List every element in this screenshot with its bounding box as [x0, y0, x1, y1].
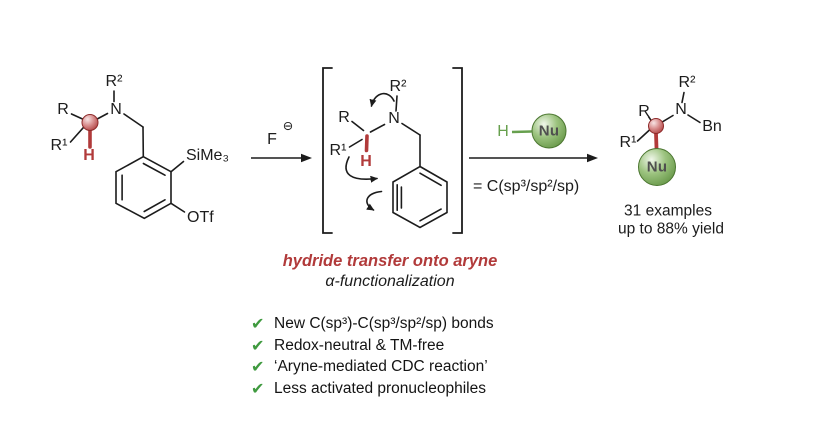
bond: [636, 129, 651, 142]
checklist-item-text: Less activated pronucleophiles: [274, 379, 486, 397]
substrate-r1-label: R¹: [50, 137, 68, 154]
c-nu-bond-highlight: [654, 131, 659, 151]
examples-count: 31 examples: [624, 202, 712, 220]
double-bond-inner: [419, 208, 442, 222]
alpha-carbon-sphere: [648, 118, 664, 134]
bond: [369, 123, 386, 133]
nucleophile-sphere: [531, 113, 567, 149]
double-bond-inner: [419, 172, 442, 187]
reaction-arrow-2: [469, 113, 598, 163]
bond: [681, 91, 685, 104]
intermediate-r2-label: R²: [389, 78, 407, 95]
substrate-n-label: N: [110, 101, 122, 118]
h-nu-bond: [511, 130, 532, 134]
checklist-item-text: Redox-neutral & TM-free: [274, 336, 445, 354]
bond: [123, 113, 144, 128]
bond: [647, 115, 652, 122]
minus-charge-icon: ⊖: [282, 118, 294, 133]
checkmark-icon: ✔: [251, 359, 265, 377]
bond: [96, 112, 109, 120]
checklist-item: ✔ Less activated pronucleophiles: [251, 378, 494, 400]
checkmark-icon: ✔: [251, 337, 265, 355]
intermediate-h-label: H: [360, 153, 372, 170]
product-r-label: R: [638, 103, 650, 120]
equivalence-label: = C(sp³/sp²/sp): [473, 178, 580, 195]
curved-arrow-nitrogen: [369, 92, 395, 107]
product-structure: [636, 91, 701, 186]
bond: [395, 95, 398, 112]
intermediate-r1-label: R¹: [329, 142, 347, 159]
bond-to-otf: [170, 202, 186, 213]
substrate-otf-label: OTf: [187, 209, 214, 226]
alpha-functionalization-caption: α-functionalization: [325, 273, 455, 290]
substrate-r-label: R: [57, 101, 69, 118]
c-h-bond-highlight: [364, 134, 369, 153]
arrowhead: [301, 153, 312, 163]
reagent-h-label: H: [497, 123, 509, 140]
checklist-item: ✔ New C(sp³)-C(sp³/sp²/sp) bonds: [251, 313, 494, 335]
highlights-checklist: ✔ New C(sp³)-C(sp³/sp²/sp) bonds ✔ Redox…: [251, 313, 494, 400]
yield-text: up to 88% yield: [618, 220, 724, 238]
bond: [661, 114, 674, 123]
bond: [687, 114, 701, 124]
mechanism-caption: hydride transfer onto aryne: [282, 251, 498, 270]
bond: [348, 138, 363, 148]
double-bond-inner: [143, 199, 166, 213]
substrate-structure: [69, 90, 186, 220]
bond: [69, 126, 85, 143]
substrate-h-label: H: [83, 147, 95, 164]
intermediate-n-label: N: [388, 110, 400, 127]
bond: [351, 120, 365, 132]
bracket-left: [322, 67, 333, 234]
intermediate-r-label: R: [338, 109, 350, 126]
curved-arrow-hydride: [345, 156, 378, 183]
alpha-carbon-sphere: [81, 114, 99, 131]
substrate-sime3-label: SiMe₃: [186, 147, 229, 164]
product-nu-label: Nu: [646, 158, 668, 176]
product-bn-label: Bn: [702, 118, 722, 135]
product-r1-label: R¹: [619, 134, 637, 151]
aryne-ring: [392, 165, 448, 229]
bond: [401, 122, 421, 136]
product-n-label: N: [675, 101, 687, 118]
benzene-ring: [115, 155, 172, 220]
substrate-r2-label: R²: [105, 73, 123, 90]
checklist-item: ✔ ‘Aryne-mediated CDC reaction’: [251, 356, 494, 378]
nucleophile-sphere: [638, 148, 676, 186]
intermediate-structure: [322, 67, 463, 234]
fluoride-label: F: [267, 131, 277, 148]
reagent-nu-label: Nu: [538, 122, 560, 140]
bracket-right: [452, 67, 463, 234]
double-bond-inner: [142, 162, 166, 176]
checklist-item-text: ‘Aryne-mediated CDC reaction’: [274, 358, 488, 376]
arrowhead: [587, 153, 598, 163]
checklist-item-text: New C(sp³)-C(sp³/sp²/sp) bonds: [274, 314, 494, 332]
checkmark-icon: ✔: [251, 380, 265, 398]
reaction-arrow-1: [251, 153, 312, 163]
curved-arrow-aryne: [366, 190, 383, 211]
bond: [70, 113, 84, 120]
product-r2-label: R²: [678, 74, 696, 91]
checklist-item: ✔ Redox-neutral & TM-free: [251, 335, 494, 357]
checkmark-icon: ✔: [251, 315, 265, 333]
bond-to-sime3: [170, 160, 185, 173]
